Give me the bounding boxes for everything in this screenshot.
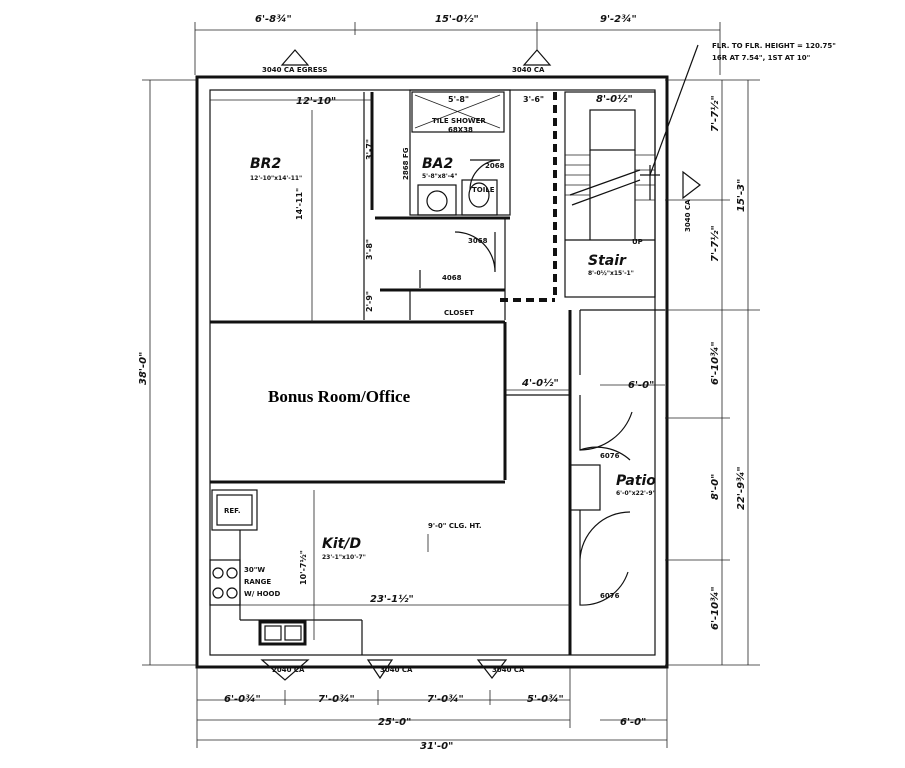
room-labels: BR2 12'-10"x14'-11" BA2 5'-8"x8'-4" TILE… bbox=[224, 117, 656, 598]
dim-closet-vert-b: 2'-9" bbox=[365, 291, 374, 312]
room-br2-name: BR2 bbox=[250, 156, 281, 172]
window-bottom-left-label: 2040 CA bbox=[272, 666, 305, 674]
door-patio-bottom-label: 6076 bbox=[600, 592, 620, 600]
door-closet-label: 4068 bbox=[442, 274, 462, 282]
dim-right-3: 6'-10¾" bbox=[710, 341, 721, 385]
bottom-windows: 2040 CA 3040 CA 3040 CA bbox=[260, 659, 525, 681]
window-bottom-mid-label: 3040 CA bbox=[380, 666, 413, 674]
opening-tags: 2868 FG 3040 CA 2068 3068 4068 6076 6076 bbox=[402, 147, 692, 600]
door-ba2-label: 2068 bbox=[485, 162, 505, 170]
door-patio-top-label: 6076 bbox=[600, 452, 620, 460]
window-bottom-right-label: 3040 CA bbox=[492, 666, 525, 674]
appliance-range-line1: 30"W bbox=[244, 566, 265, 574]
dim-bottom-total-25: 25'-0" bbox=[378, 717, 411, 728]
right-dimensions: 7'-7½" 7'-7½" 6'-10¾" 8'-0" 6'-10¾" 15'-… bbox=[665, 79, 760, 666]
dim-bottom-total-31: 31'-0" bbox=[420, 741, 453, 752]
dim-bottom-3: 7'-0¾" bbox=[427, 694, 464, 705]
dim-hall-width: 4'-0½" bbox=[521, 377, 559, 389]
bottom-dimensions: 6'-0¾" 7'-0¾" 7'-0¾" 5'-0¾" 25'-0" 6'-0"… bbox=[196, 668, 668, 752]
dim-right-1: 7'-7½" bbox=[709, 95, 721, 132]
top-windows: 3040 CA EGRESS 3040 CA bbox=[262, 49, 552, 74]
dim-right-4: 8'-0" bbox=[710, 474, 721, 500]
stair-window bbox=[640, 44, 701, 200]
dim-right-5: 6'-10¾" bbox=[710, 586, 721, 630]
dim-br2-vert: 14'-11" bbox=[295, 188, 304, 220]
room-bonus-label: Bonus Room/Office bbox=[268, 387, 411, 406]
interior-dimensions: 12'-10" 5'-8" 3'-6" 8'-0½" 14'-11" 3'-7"… bbox=[210, 93, 665, 640]
dim-patio-top: 6'-0" bbox=[628, 380, 654, 391]
room-stair-size: 8'-0½"x15'-1" bbox=[588, 270, 634, 277]
dim-hall-top: 3'-6" bbox=[523, 95, 544, 104]
room-shower-name: TILE SHOWER bbox=[432, 117, 486, 125]
dim-bottom-1: 6'-0¾" bbox=[224, 694, 261, 705]
top-dimensions: 6'-8¾" 15'-0½" 9'-2¾" bbox=[194, 13, 721, 75]
notes: FLR. TO FLR. HEIGHT = 120.75" 16R AT 7.5… bbox=[427, 42, 836, 552]
dim-kit-width: 23'-1½" bbox=[370, 593, 414, 605]
kitchen-fixtures bbox=[209, 489, 363, 655]
note-floor-height: FLR. TO FLR. HEIGHT = 120.75" bbox=[712, 42, 836, 50]
interior-walls-upper bbox=[210, 89, 665, 655]
left-dimensions: 38'-0" bbox=[138, 79, 197, 666]
window-top-mid-label: 3040 CA bbox=[512, 66, 545, 74]
room-ba2-name: BA2 bbox=[422, 156, 453, 172]
dim-closet-vert-a: 3'-8" bbox=[365, 239, 374, 260]
door-hall-label: 3068 bbox=[468, 237, 488, 245]
dim-top-2: 15'-0½" bbox=[435, 13, 479, 25]
dim-top-3: 9'-2¾" bbox=[600, 14, 637, 25]
room-patio-name: Patio bbox=[616, 473, 656, 489]
appliance-ref-label: REF. bbox=[224, 507, 241, 515]
room-toilet-label: TOILE bbox=[472, 186, 495, 194]
note-ceiling-height: 9'-0" CLG. HT. bbox=[428, 522, 482, 530]
dim-right-6: 15'-3" bbox=[736, 179, 747, 212]
room-kitchen-size: 23'-1"x10'-7" bbox=[322, 554, 366, 561]
dim-bottom-4: 5'-0¾" bbox=[527, 694, 564, 705]
dim-br2-top: 12'-10" bbox=[296, 96, 336, 107]
stair-up-label: UP bbox=[632, 238, 643, 246]
room-stair-name: Stair bbox=[588, 253, 627, 269]
dim-right-7: 22'-9¾" bbox=[736, 466, 747, 510]
window-br2-side-label: 2868 FG bbox=[402, 147, 410, 180]
dim-top-1: 6'-8¾" bbox=[255, 14, 292, 25]
room-kitchen-name: Kit/D bbox=[322, 536, 361, 552]
window-top-left-label: 3040 CA EGRESS bbox=[262, 66, 327, 74]
dim-ba2-vert: 3'-7" bbox=[365, 139, 374, 160]
dim-kit-vert: 10'-7½" bbox=[298, 550, 308, 585]
dim-ba2-top: 5'-8" bbox=[448, 95, 469, 104]
dim-right-2: 7'-7½" bbox=[709, 225, 721, 262]
door-swings bbox=[419, 159, 633, 606]
room-patio-size: 6'-0"x22'-9" bbox=[616, 490, 656, 497]
room-shower-size: 68X38 bbox=[448, 126, 473, 134]
dim-stair-top: 8'-0½" bbox=[596, 93, 633, 105]
dim-bottom-right-6: 6'-0" bbox=[620, 717, 646, 728]
room-ba2-size: 5'-8"x8'-4" bbox=[422, 173, 457, 180]
appliance-range-line2: RANGE bbox=[244, 578, 271, 586]
room-closet-label: CLOSET bbox=[444, 309, 474, 317]
room-br2-size: 12'-10"x14'-11" bbox=[250, 175, 302, 182]
bonus-room-area bbox=[214, 326, 502, 478]
dim-left-total: 38'-0" bbox=[138, 352, 149, 385]
appliance-range-line3: W/ HOOD bbox=[244, 590, 280, 598]
dim-bottom-2: 7'-0¾" bbox=[318, 694, 355, 705]
window-stair-side-label: 3040 CA bbox=[684, 199, 692, 232]
note-risers: 16R AT 7.54", 1ST AT 10" bbox=[712, 54, 810, 62]
bath-fixtures bbox=[417, 179, 498, 216]
